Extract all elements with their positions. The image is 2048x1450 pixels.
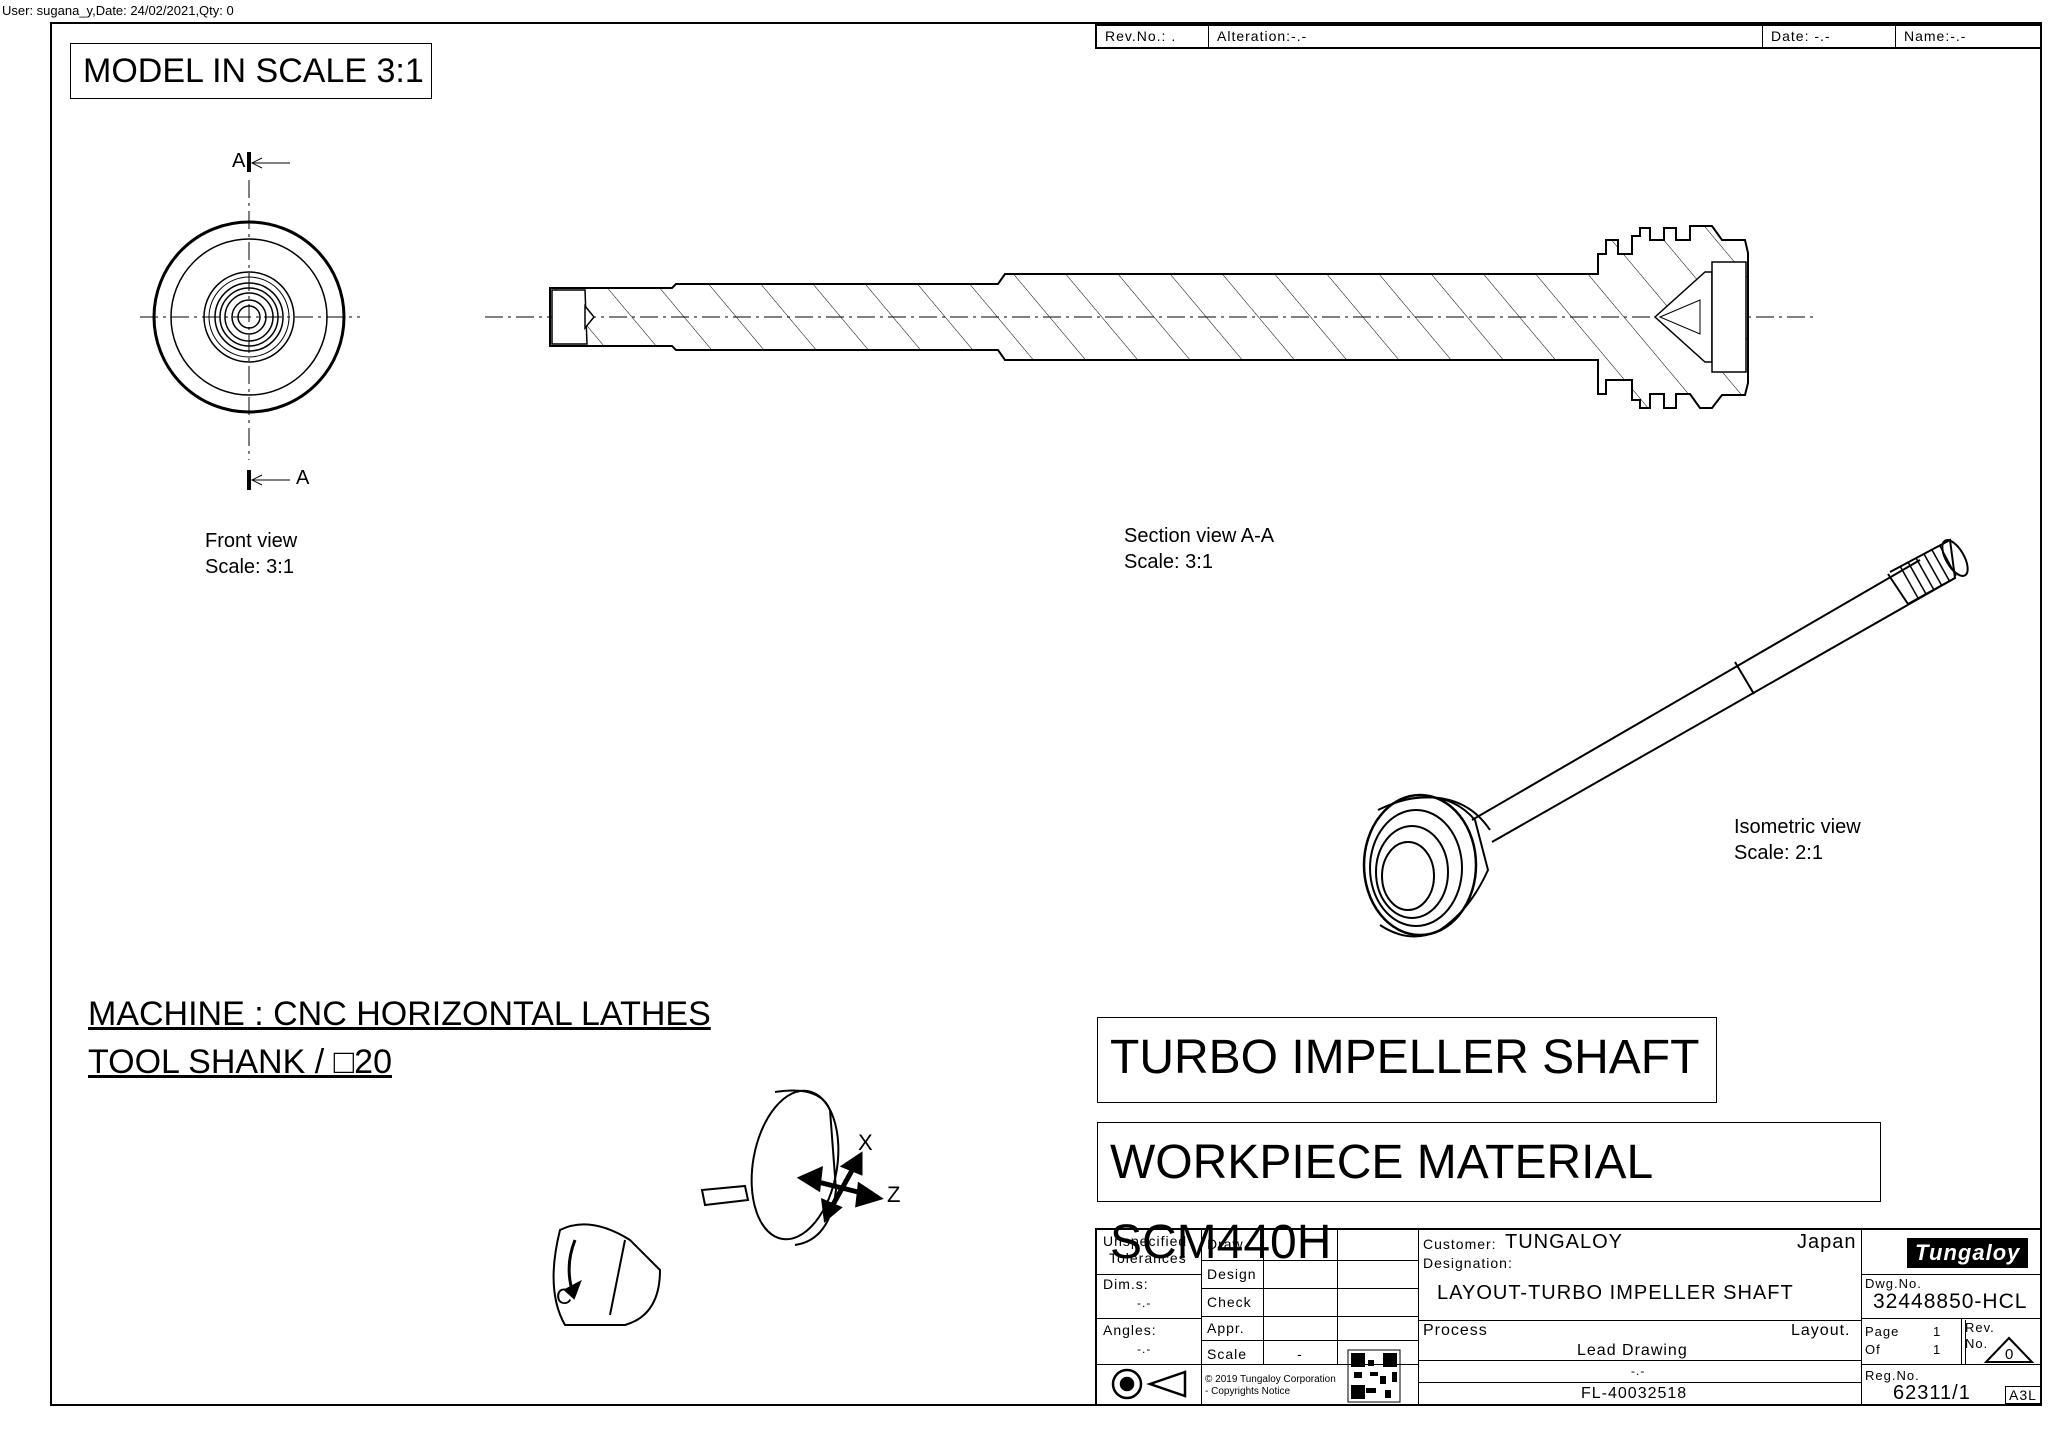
dims-label: Dim.s: xyxy=(1103,1276,1149,1292)
front-view-scale: Scale: 3:1 xyxy=(205,556,294,578)
name-cell: Name:-.- xyxy=(1904,28,1967,44)
rev-label: Rev. xyxy=(1965,1320,1995,1335)
axis-c-label: C xyxy=(556,1284,572,1309)
copyright-text: © 2019 Tungaloy Corporation xyxy=(1205,1374,1336,1385)
design-label: Design xyxy=(1207,1266,1257,1282)
material-title-box: WORKPIECE MATERIAL SCM440H xyxy=(1097,1122,1881,1269)
rev-no-label: No. xyxy=(1965,1336,1989,1351)
machine-line: MACHINE : CNC HORIZONTAL LATHES xyxy=(88,995,711,1033)
dwg-number: 32448850-HCL xyxy=(1873,1290,2028,1313)
tungaloy-logo: Tungaloy xyxy=(1907,1238,2029,1268)
reg-label: Reg.No. xyxy=(1865,1368,1920,1383)
section-mark-bottom: A xyxy=(296,467,310,489)
tool-sketch xyxy=(552,1089,840,1326)
scale-label: Scale xyxy=(1207,1346,1248,1362)
title-block: Unspecified Tolerances Dim.s: -.- Angles… xyxy=(1095,1228,2042,1406)
user-info-line: User: sugana_y,Date: 24/02/2021,Qty: 0 xyxy=(2,3,234,18)
isometric-view-caption: Isometric view Scale: 2:1 xyxy=(1734,814,1861,866)
tool-shank-line: TOOL SHANK / □20 xyxy=(88,1043,392,1081)
isometric-view-label: Isometric view xyxy=(1734,816,1861,838)
projection-symbol-icon xyxy=(1111,1368,1187,1400)
process-label: Process xyxy=(1423,1322,1488,1339)
date-cell: Date: -.- xyxy=(1763,26,1896,47)
dims-value: -.- xyxy=(1137,1296,1152,1310)
section-view-scale: Scale: 3:1 xyxy=(1124,551,1213,573)
page-label: Page xyxy=(1865,1324,1900,1339)
copyright-notice: - Copyrights Notice xyxy=(1205,1386,1291,1397)
customer-value: TUNGALOY xyxy=(1505,1231,1624,1253)
angles-value: -.- xyxy=(1137,1342,1152,1356)
part-title-box: TURBO IMPELLER SHAFT xyxy=(1097,1017,1717,1103)
blank-value: -.- xyxy=(1631,1364,1646,1378)
draw-label: Draw xyxy=(1207,1236,1244,1252)
section-mark-top: A xyxy=(232,150,246,172)
process-value: Lead Drawing xyxy=(1577,1342,1688,1359)
front-view-label: Front view xyxy=(205,530,298,552)
front-view-caption: Front view Scale: 3:1 xyxy=(205,528,297,580)
drawing-frame xyxy=(50,22,2042,1406)
layout-label: Layout. xyxy=(1791,1322,1851,1339)
designation-value: LAYOUT-TURBO IMPELLER SHAFT xyxy=(1437,1282,1794,1304)
appr-label: Appr. xyxy=(1207,1320,1245,1336)
front-view-drawing xyxy=(140,152,360,490)
revision-bar: Rev.No.: . Alteration:-.- Date: -.- Name… xyxy=(1095,24,2042,49)
of-label: Of xyxy=(1865,1342,1881,1357)
machine-note: MACHINE : CNC HORIZONTAL LATHES TOOL SHA… xyxy=(88,990,711,1086)
section-view-caption: Section view A-A Scale: 3:1 xyxy=(1124,523,1274,575)
check-label: Check xyxy=(1207,1294,1252,1310)
section-view-drawing xyxy=(485,225,1815,409)
sheet-size: A3L xyxy=(2009,1387,2037,1403)
tolerances-label: Tolerances xyxy=(1109,1250,1187,1266)
section-view-label: Section view A-A xyxy=(1124,525,1275,547)
customer-label: Customer: xyxy=(1423,1236,1497,1252)
scale-value: - xyxy=(1297,1346,1303,1362)
of-value: 1 xyxy=(1933,1342,1942,1357)
country-value: Japan xyxy=(1797,1231,1857,1253)
axis-z-label: Z xyxy=(887,1182,901,1207)
page-value: 1 xyxy=(1933,1324,1942,1339)
revision-triangle-icon xyxy=(1983,1336,2035,1363)
isometric-view-drawing xyxy=(1362,538,1969,938)
rev-value: 0 xyxy=(2005,1346,2015,1363)
unspecified-label: Unspecified xyxy=(1103,1233,1188,1249)
axis-arrows xyxy=(796,1151,884,1223)
qr-code-icon xyxy=(1347,1349,1401,1403)
designation-label: Designation: xyxy=(1423,1255,1513,1271)
fl-number: FL-40032518 xyxy=(1581,1385,1688,1402)
isometric-view-scale: Scale: 2:1 xyxy=(1734,842,1823,864)
reg-number: 62311/1 xyxy=(1893,1382,1971,1404)
alteration-cell: Alteration:-.- xyxy=(1209,26,1763,47)
model-scale-box: MODEL IN SCALE 3:1 xyxy=(70,43,432,99)
axis-x-label: X xyxy=(858,1130,873,1155)
dwg-label: Dwg.No. xyxy=(1865,1276,1922,1291)
angles-label: Angles: xyxy=(1103,1322,1157,1338)
rev-no-cell: Rev.No.: . xyxy=(1097,26,1209,47)
